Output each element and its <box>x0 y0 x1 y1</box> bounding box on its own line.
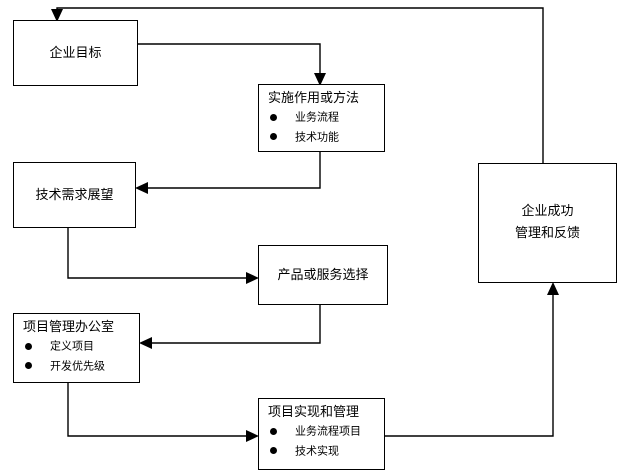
list-item: 技术实现 <box>259 441 384 461</box>
edge-goal-to-implement <box>138 43 321 82</box>
node-enterprise-goal-title: 企业目标 <box>49 45 102 61</box>
node-enterprise-success-line2: 管理和反馈 <box>514 226 580 241</box>
node-enterprise-success-title: 企业成功 管理和反馈 <box>479 201 616 245</box>
arrowhead-into-delivery <box>246 430 259 442</box>
node-implementation-method-bullets: 业务流程 技术功能 <box>259 107 384 146</box>
edge-delivery-to-success <box>385 286 554 437</box>
node-project-management-office[interactable]: 项目管理办公室 定义项目 开发优先级 <box>13 313 140 383</box>
arrowhead-into-tech-outlook <box>135 182 148 194</box>
list-item: 业务流程 <box>259 107 384 127</box>
arrowhead-into-product <box>246 272 259 284</box>
bullet-dot-icon <box>270 427 277 435</box>
bullet-dot-icon <box>270 113 277 121</box>
node-implementation-method-title: 实施作用或方法 <box>268 91 360 106</box>
arrowhead-into-implement <box>314 73 326 86</box>
node-technology-outlook[interactable]: 技术需求展望 <box>13 162 136 228</box>
node-project-delivery-management-title: 项目实现和管理 <box>268 405 360 420</box>
edge-implement-to-tech-outlook <box>139 152 321 189</box>
bullet-dot-icon <box>25 362 32 369</box>
edge-tech-outlook-to-product <box>67 228 255 279</box>
list-item: 业务流程项目 <box>259 421 384 441</box>
node-project-delivery-management-bullets: 业务流程项目 技术实现 <box>259 421 384 460</box>
node-technology-outlook-title: 技术需求展望 <box>35 187 114 203</box>
node-project-management-office-title: 项目管理办公室 <box>23 320 115 335</box>
node-implementation-method[interactable]: 实施作用或方法 业务流程 技术功能 <box>258 84 385 152</box>
node-enterprise-success-line1: 企业成功 <box>521 204 574 219</box>
arrowhead-into-success <box>547 282 559 295</box>
arrowhead-into-pmo <box>139 337 152 349</box>
list-item: 技术功能 <box>259 127 384 147</box>
node-project-delivery-management[interactable]: 项目实现和管理 业务流程项目 技术实现 <box>258 398 385 470</box>
node-enterprise-goal[interactable]: 企业目标 <box>13 20 138 86</box>
list-item: 开发优先级 <box>14 356 139 376</box>
node-project-management-office-bullets: 定义项目 开发优先级 <box>14 336 139 375</box>
bullet-dot-icon <box>270 447 277 454</box>
edge-product-to-pmo <box>143 305 321 344</box>
edge-pmo-to-delivery <box>67 383 255 437</box>
arrowhead-into-goal <box>51 9 63 22</box>
node-enterprise-success[interactable]: 企业成功 管理和反馈 <box>478 163 617 283</box>
list-item: 定义项目 <box>14 336 139 356</box>
bullet-dot-icon <box>25 342 32 350</box>
node-product-service-selection-title: 产品或服务选择 <box>277 267 369 283</box>
node-product-service-selection[interactable]: 产品或服务选择 <box>258 245 388 305</box>
bullet-dot-icon <box>270 133 277 140</box>
